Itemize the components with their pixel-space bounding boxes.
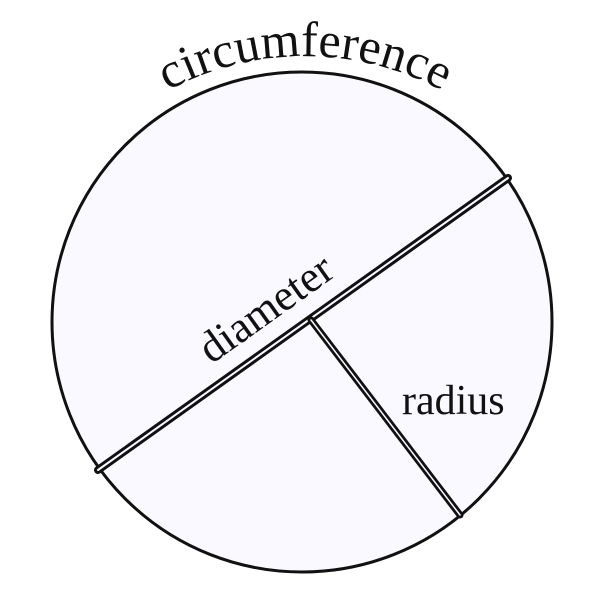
diameter-line (94, 174, 512, 474)
radius-label: radius (402, 378, 505, 424)
radius-line (307, 316, 464, 519)
